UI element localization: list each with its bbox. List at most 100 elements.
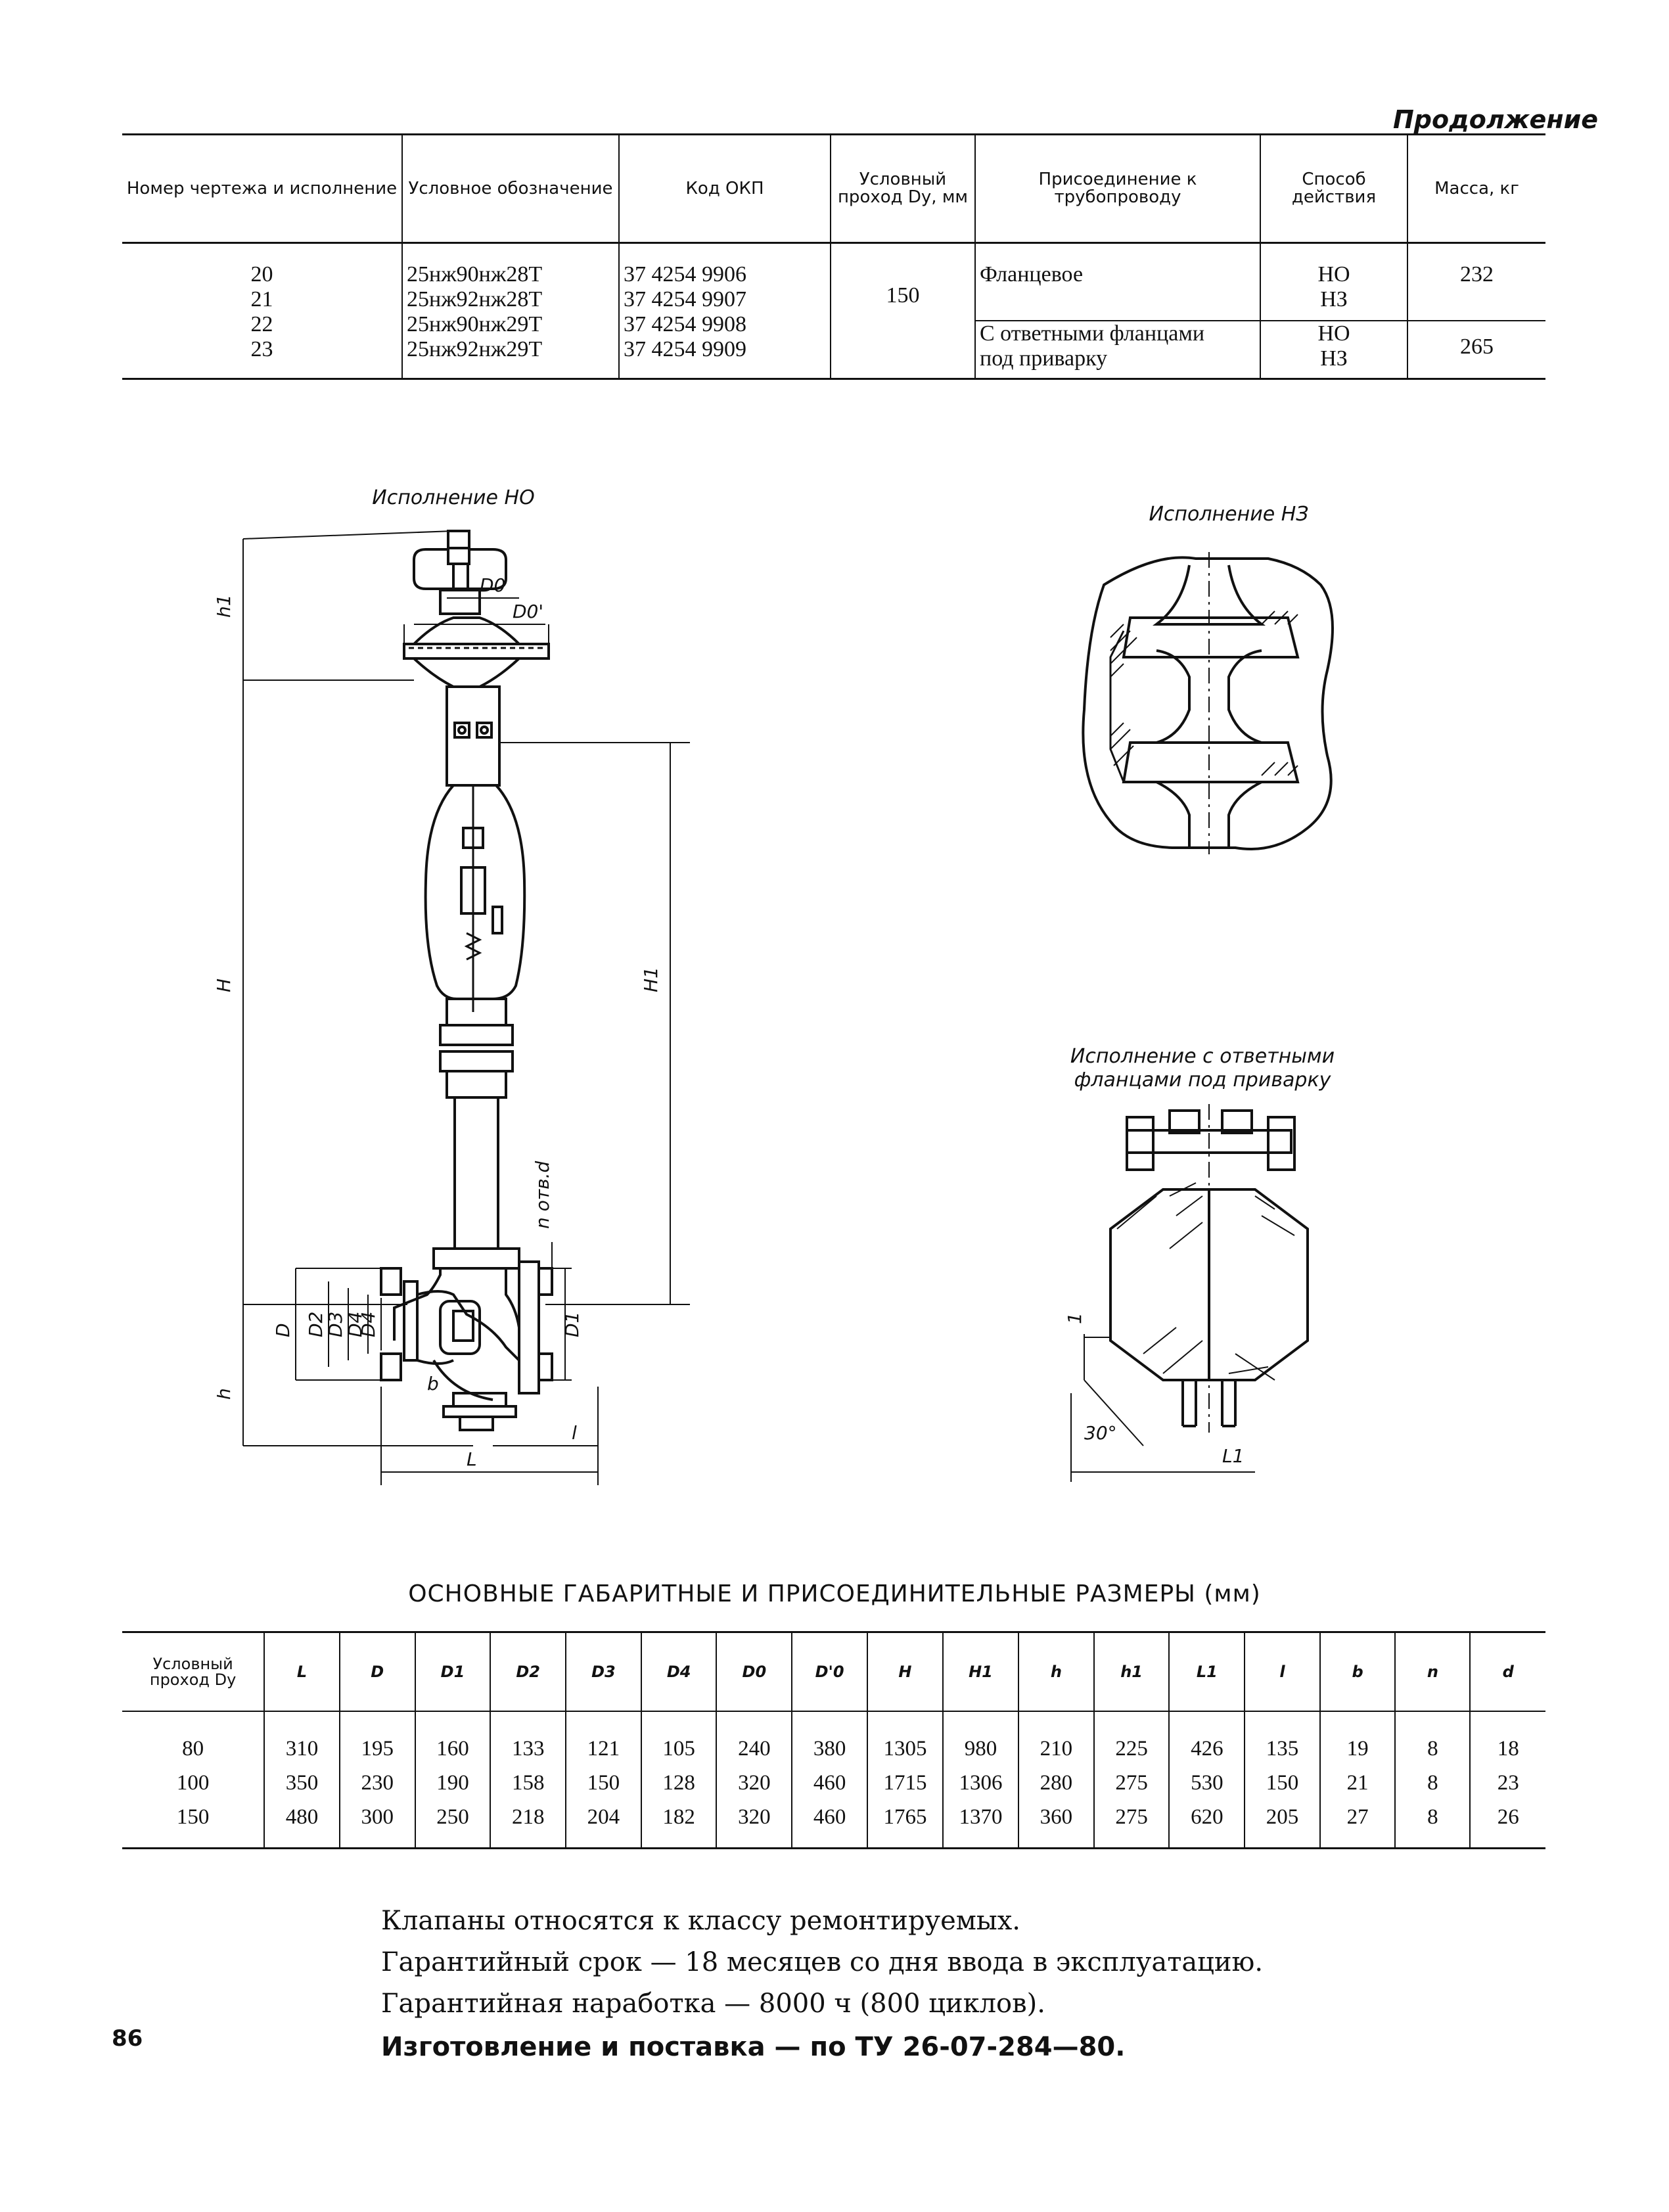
header-action: Способ действия xyxy=(1260,133,1407,244)
cell: 8 xyxy=(1394,1800,1471,1849)
header-h1: h1 xyxy=(1093,1631,1170,1712)
cell: 460 xyxy=(791,1800,867,1849)
cell: 275 xyxy=(1093,1800,1170,1849)
dim-label-one: 1 xyxy=(1064,1312,1086,1324)
dim-label-l: l xyxy=(572,1422,577,1444)
connection-weld: С ответными фланцами под приварку xyxy=(976,320,1260,371)
cell: 230 xyxy=(338,1766,415,1800)
cell: 8 xyxy=(1394,1766,1471,1800)
action-1: НО НЗ xyxy=(1317,262,1350,311)
mass-2: 265 xyxy=(1408,320,1545,359)
dimensions-table: Условный проход Dу L D D1 D2 D3 D4 D0 D'… xyxy=(122,1631,1545,1849)
action-2: НО НЗ xyxy=(1261,320,1407,371)
dim-label-D0: D0 xyxy=(480,574,505,596)
cell: 100 xyxy=(176,1770,210,1795)
cell: 250 xyxy=(414,1800,491,1849)
header-designation: Условное обозначение xyxy=(401,133,619,244)
table-row: 80 310 195 160 133 121 105 240 380 1305 … xyxy=(122,1711,1545,1766)
cell: 350 xyxy=(263,1766,340,1800)
header-l: l xyxy=(1244,1631,1320,1712)
cell: 426 xyxy=(1168,1711,1245,1766)
header-D2: D2 xyxy=(490,1631,566,1712)
cell: 1765 xyxy=(866,1800,943,1849)
cell: 240 xyxy=(716,1711,792,1766)
cell: 380 xyxy=(791,1711,867,1766)
header-d: d xyxy=(1469,1631,1545,1712)
cell-dn: 150 xyxy=(830,242,975,380)
cell: 480 xyxy=(263,1800,340,1849)
dim-label-nd: n отв.d xyxy=(532,1161,553,1229)
note-warranty-period: Гарантийный срок — 18 месяцев со дня вво… xyxy=(381,1947,1264,1977)
connection-flanged: Фланцевое xyxy=(980,262,1084,287)
dim-label-D1: D1 xyxy=(561,1312,583,1337)
cell: 280 xyxy=(1018,1766,1094,1800)
dim-label-angle: 30° xyxy=(1084,1422,1117,1444)
cell-mass: 232 265 xyxy=(1407,242,1545,380)
header-D0: D0 xyxy=(716,1631,792,1712)
cell: 320 xyxy=(716,1800,792,1849)
note-manufacturing-spec: Изготовление и поставка — по ТУ 26-07-28… xyxy=(381,2032,1126,2062)
header-nominal-bore: Условный проход Dу xyxy=(122,1631,265,1712)
cell: 182 xyxy=(640,1800,717,1849)
continuation-label: Продолжение xyxy=(1393,105,1598,134)
cell: 620 xyxy=(1168,1800,1245,1849)
cell: 150 xyxy=(122,1800,265,1849)
caption-version-weld: Исполнение с ответными фланцами под прив… xyxy=(1070,1045,1335,1092)
table-row: 100 350 230 190 158 150 128 320 460 1715… xyxy=(122,1766,1545,1800)
cell: 980 xyxy=(942,1711,1019,1766)
dim-label-D5: D4 xyxy=(357,1312,379,1337)
table-row: 150 480 300 250 218 204 182 320 460 1765… xyxy=(122,1800,1545,1849)
dim-label-H: H xyxy=(217,979,235,992)
cell: 19 xyxy=(1319,1711,1396,1766)
header-D: D xyxy=(338,1631,415,1712)
cell: 150 xyxy=(565,1766,641,1800)
cell: 135 xyxy=(1244,1711,1320,1766)
header-b: b xyxy=(1319,1631,1396,1712)
cell-action: НО НЗ НО НЗ xyxy=(1260,242,1407,380)
dim-label-D: D xyxy=(272,1323,294,1337)
header-drawing-number: Номер чертежа и исполнение xyxy=(122,133,402,244)
cell: 128 xyxy=(640,1766,717,1800)
cell: 218 xyxy=(490,1800,566,1849)
cell: 158 xyxy=(490,1766,566,1800)
cell: 1306 xyxy=(942,1766,1019,1800)
note-repairable: Клапаны относятся к классу ремонтируемых… xyxy=(381,1906,1020,1936)
cell: 1370 xyxy=(942,1800,1019,1849)
cell: 310 xyxy=(263,1711,340,1766)
dim-label-b: b xyxy=(427,1373,439,1394)
cell: 530 xyxy=(1168,1766,1245,1800)
valve-nz-detail xyxy=(1082,552,1334,854)
cell-numbers: 20 21 22 23 xyxy=(122,242,402,380)
dim-label-H1: H1 xyxy=(640,967,662,992)
cell: 210 xyxy=(1018,1711,1094,1766)
caption-version-no: Исполнение НО xyxy=(372,486,535,509)
mass-1: 232 xyxy=(1460,262,1494,287)
note-warranty-hours: Гарантийная наработка — 8000 ч (800 цикл… xyxy=(381,1989,1045,2019)
header-mass: Масса, кг xyxy=(1407,133,1545,244)
cell: 195 xyxy=(338,1711,415,1766)
dim-label-D4: D4 xyxy=(344,1312,366,1337)
cell: 320 xyxy=(716,1766,792,1800)
header-okp-code: Код ОКП xyxy=(618,133,831,244)
cell: 205 xyxy=(1244,1800,1320,1849)
cell: 27 xyxy=(1319,1800,1396,1849)
dimensions-table-title: ОСНОВНЫЕ ГАБАРИТНЫЕ И ПРИСОЕДИНИТЕЛЬНЫЕ … xyxy=(408,1580,1261,1607)
header-connection: Присоединение к трубопроводу xyxy=(974,133,1260,244)
cell: 133 xyxy=(490,1711,566,1766)
dim-label-D2: D2 xyxy=(305,1312,327,1337)
header-H: H xyxy=(866,1631,943,1712)
dim-label-h1: h1 xyxy=(217,594,235,618)
valve-no-drawing: h1 H h H1 D0 D0' D D2 D3 D4 D4 D1 n отв.… xyxy=(217,530,690,1485)
header-D4: D4 xyxy=(640,1631,717,1712)
cell: 460 xyxy=(791,1766,867,1800)
valve-models-table: Номер чертежа и исполнение Условное обоз… xyxy=(122,133,1545,380)
page-number: 86 xyxy=(112,2025,143,2052)
cell: 8 xyxy=(1394,1711,1471,1766)
cell-designations: 25нж90нж28Т 25нж92нж28Т 25нж90нж29Т 25нж… xyxy=(401,242,619,380)
cell: 121 xyxy=(565,1711,641,1766)
cell: 80 xyxy=(182,1736,204,1761)
dim-label-L1: L1 xyxy=(1222,1445,1244,1467)
cell: 360 xyxy=(1018,1800,1094,1849)
caption-version-nz: Исполнение НЗ xyxy=(1149,503,1309,526)
cell: 225 xyxy=(1093,1711,1170,1766)
